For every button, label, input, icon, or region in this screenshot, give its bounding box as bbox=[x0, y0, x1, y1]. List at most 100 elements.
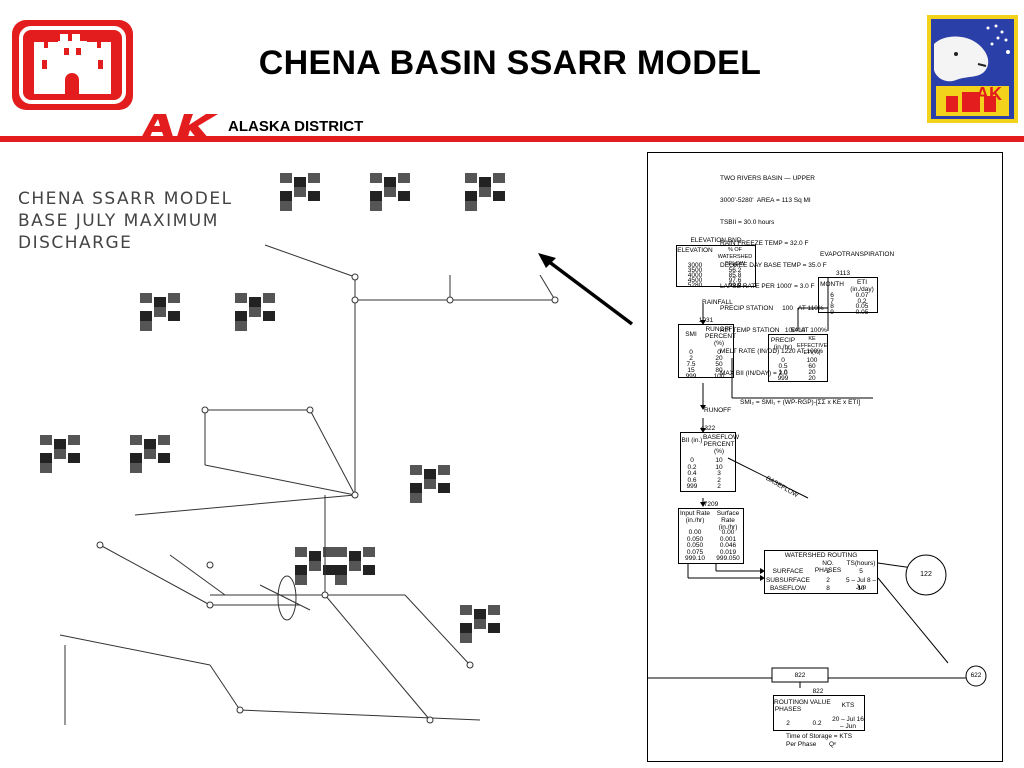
header-divider bbox=[0, 136, 1024, 142]
schematic-table-block bbox=[488, 623, 500, 633]
ts-header: TS(hours) bbox=[846, 560, 876, 567]
schematic-table-block bbox=[335, 575, 347, 585]
schematic-connector bbox=[239, 709, 481, 721]
table-cell: SUBSURFACE bbox=[765, 576, 811, 584]
table-cell: 0.050 bbox=[686, 542, 704, 549]
schematic-table-block bbox=[294, 177, 306, 187]
schematic-table-block bbox=[308, 191, 320, 201]
table-cell: 60 bbox=[808, 363, 816, 370]
schematic-table-block bbox=[54, 439, 66, 449]
schematic-table-block bbox=[323, 547, 335, 557]
schematic-table-block bbox=[263, 293, 275, 303]
phases-header: NO. PHASES bbox=[814, 560, 842, 574]
badge-ak-text: AK bbox=[976, 84, 1002, 104]
schematic-table-block bbox=[168, 311, 180, 321]
schematic-table-block bbox=[349, 551, 361, 561]
table-cell: 2 bbox=[826, 568, 830, 575]
schematic-table-block bbox=[280, 201, 292, 211]
schematic-connector bbox=[259, 584, 311, 611]
schematic-connector bbox=[404, 594, 471, 666]
schematic-connector bbox=[209, 664, 241, 711]
table-cell: 7.5 bbox=[686, 361, 696, 368]
schematic-table-block bbox=[130, 463, 142, 473]
table-cell: 2 bbox=[717, 483, 721, 490]
table-cell: 999 bbox=[685, 373, 697, 380]
table-cell: 100 bbox=[806, 357, 818, 364]
table-cell: 0.00 bbox=[688, 529, 702, 536]
month-header: MONTH bbox=[820, 281, 844, 288]
evapotranspiration-label: EVAPOTRANSPIRATION bbox=[820, 251, 895, 258]
table-cell: 0.00 bbox=[721, 529, 735, 536]
schematic-table-block bbox=[295, 547, 307, 557]
schematic-reservoir bbox=[277, 575, 297, 621]
param-line: TWO RIVERS BASIN — UPPER bbox=[720, 175, 815, 183]
table-cell: 80 bbox=[715, 367, 723, 374]
table-cell: 0.07 bbox=[855, 292, 869, 299]
schematic-table-block bbox=[140, 311, 152, 321]
schematic-table-block bbox=[363, 547, 375, 557]
baseflow-table-id: 4322 bbox=[700, 425, 716, 432]
schematic-table-block bbox=[235, 311, 247, 321]
schematic-table-block bbox=[479, 177, 491, 187]
table-cell: 0.2 bbox=[687, 463, 697, 471]
schematic-table-block bbox=[493, 191, 505, 201]
schematic-node bbox=[321, 591, 329, 599]
schematic-table-block bbox=[438, 483, 450, 493]
schematic-node bbox=[551, 296, 559, 304]
ak-logo bbox=[140, 110, 220, 142]
table-cell: 3000 bbox=[687, 262, 703, 269]
polar-bear-badge-icon bbox=[927, 15, 1018, 123]
table-cell: 20 bbox=[808, 375, 816, 382]
table-cell: 5 – Jul 8 – Jun bbox=[846, 576, 876, 591]
table-cell: 6 bbox=[830, 292, 834, 299]
page-title: CHENA BASIN SSARR MODEL bbox=[258, 44, 762, 82]
table-cell: 2 bbox=[689, 355, 693, 362]
schematic-table-block bbox=[144, 449, 156, 459]
schematic-table-block bbox=[68, 435, 80, 445]
district-label: ALASKA DISTRICT bbox=[228, 118, 364, 135]
schematic-node bbox=[201, 406, 209, 414]
param-line: RAIN FREEZE TEMP = 32.0 F bbox=[720, 240, 809, 248]
kts-value: 20 – Jul 16 – Jun bbox=[832, 716, 864, 730]
rainfall-label: RAINFALL bbox=[702, 299, 733, 306]
schematic-table-block bbox=[460, 623, 472, 633]
table-cell: 0.2 bbox=[857, 297, 867, 305]
table-cell: 999.10 bbox=[685, 555, 705, 562]
schematic-table-block bbox=[465, 173, 477, 183]
table-cell: 0.019 bbox=[719, 548, 737, 556]
schematic-node bbox=[351, 273, 359, 281]
basin-network-schematic bbox=[40, 173, 559, 725]
table-cell: 5 bbox=[859, 568, 863, 575]
schematic-table-block bbox=[410, 493, 422, 503]
node-822: 822 bbox=[794, 672, 806, 679]
storage-equation-line-2: Per Phase Qⁿ bbox=[786, 741, 837, 748]
schematic-table-block bbox=[335, 565, 347, 575]
table-cell: 50 bbox=[715, 361, 723, 368]
table-cell: 0 bbox=[717, 349, 721, 356]
kts-header: KTS bbox=[841, 702, 855, 709]
node-622: 622 bbox=[970, 672, 982, 679]
table-cell: 2 bbox=[826, 576, 830, 584]
routing-title: WATERSHED ROUTING bbox=[784, 552, 858, 559]
kts-n-value: 0.2 bbox=[812, 720, 822, 727]
table-cell: 8 bbox=[830, 303, 834, 310]
schematic-table-block bbox=[140, 321, 152, 331]
smi-equation: SMI₂ = SMI₁ + (WP-RGP)-[ΣΣ x KE x ETI] bbox=[740, 399, 861, 406]
schematic-table-block bbox=[235, 293, 247, 303]
table-cell: 97.6 bbox=[728, 277, 742, 284]
schematic-table-block bbox=[384, 187, 396, 197]
schematic-connector bbox=[324, 594, 431, 721]
param-line: MAX BII (IN/DAY) = 2.0 bbox=[720, 369, 788, 377]
schematic-title-line-3: DISCHARGE bbox=[18, 233, 133, 253]
baseflow-percent-header: BASEFLOW PERCENT (%) bbox=[703, 434, 740, 455]
table-cell: 999 bbox=[686, 483, 698, 490]
schematic-table-block bbox=[370, 173, 382, 183]
routing-phases-header: ROUTING PHASES bbox=[774, 699, 804, 713]
table-cell: 0 bbox=[733, 262, 737, 269]
schematic-table-block bbox=[488, 605, 500, 615]
runoff-label: RUNOFF bbox=[704, 407, 732, 414]
table-cell: 0.05 bbox=[855, 308, 869, 316]
schematic-table-block bbox=[144, 439, 156, 449]
schematic-table-block bbox=[308, 173, 320, 183]
